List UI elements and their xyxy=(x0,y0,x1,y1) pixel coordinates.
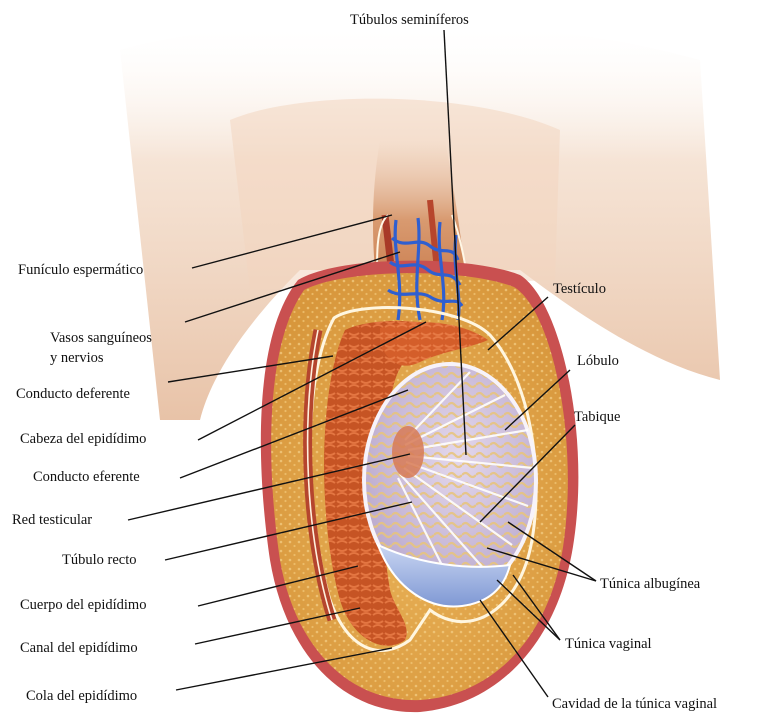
label-testiculo: Testículo xyxy=(553,281,606,297)
label-tabique: Tabique xyxy=(574,409,621,425)
label-tubulo-recto: Túbulo recto xyxy=(62,552,137,568)
label-red-testicular: Red testicular xyxy=(12,512,92,528)
label-vasos-line1: Vasos sanguíneos xyxy=(50,330,152,346)
label-cuerpo-epididimo: Cuerpo del epidídimo xyxy=(20,597,146,613)
label-lobulo: Lóbulo xyxy=(577,353,619,369)
label-tunica-albuginea: Túnica albugínea xyxy=(600,576,701,592)
label-tubulos-seminiferos: Túbulos seminíferos xyxy=(350,12,469,28)
label-cola-epididimo: Cola del epidídimo xyxy=(26,688,137,704)
label-cavidad-tunica-vaginal: Cavidad de la túnica vaginal xyxy=(552,696,717,712)
label-vasos-line2: y nervios xyxy=(50,350,104,366)
label-canal-epididimo: Canal del epidídimo xyxy=(20,640,138,656)
label-cabeza-epididimo: Cabeza del epidídimo xyxy=(20,431,146,447)
label-tunica-vaginal: Túnica vaginal xyxy=(565,636,652,652)
label-funiculo-espermatico: Funículo espermático xyxy=(18,262,143,278)
label-conducto-deferente: Conducto deferente xyxy=(16,386,130,402)
label-conducto-eferente: Conducto eferente xyxy=(33,469,140,485)
